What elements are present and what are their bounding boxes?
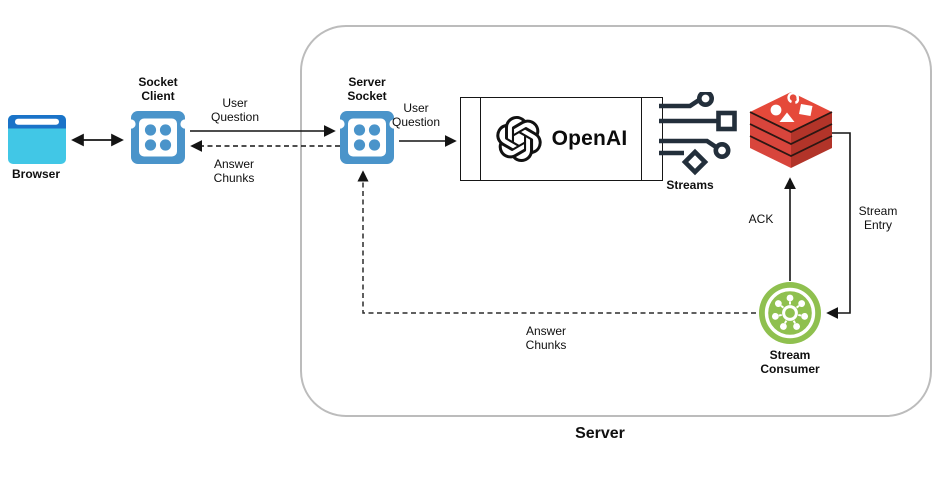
server-container [300, 25, 932, 417]
stream-consumer-icon [759, 282, 821, 344]
edge-answer-chunks-consumer [357, 170, 756, 314]
socket-client-icon [131, 111, 185, 164]
ack-label: ACK [748, 212, 774, 226]
stream-consumer-label: Stream Consumer [760, 348, 820, 376]
streams-label: Streams [666, 178, 714, 192]
user-question-client-label: User Question [210, 96, 260, 124]
browser-icon [8, 115, 66, 164]
user-question-openai-label: User Question [391, 101, 441, 129]
server-socket-icon [340, 111, 394, 164]
stream-entry-label: Stream Entry [858, 204, 898, 232]
server-container-title: Server [575, 425, 625, 442]
server-socket-label: Server Socket [347, 75, 387, 103]
edge-stream-entry [826, 132, 851, 319]
openai-box-right-strut [641, 98, 642, 180]
openai-node: OpenAI [460, 97, 663, 181]
browser-label: Browser [11, 167, 61, 181]
redis-icon [749, 91, 833, 168]
openai-box-left-strut [480, 98, 481, 180]
openai-label: OpenAI [551, 127, 628, 150]
answer-chunks-client-label: Answer Chunks [213, 157, 255, 185]
streams-icon [659, 92, 737, 176]
answer-chunks-consumer-label: Answer Chunks [525, 324, 567, 352]
socket-client-label: Socket Client [138, 75, 178, 103]
openai-logo-icon [495, 116, 542, 162]
